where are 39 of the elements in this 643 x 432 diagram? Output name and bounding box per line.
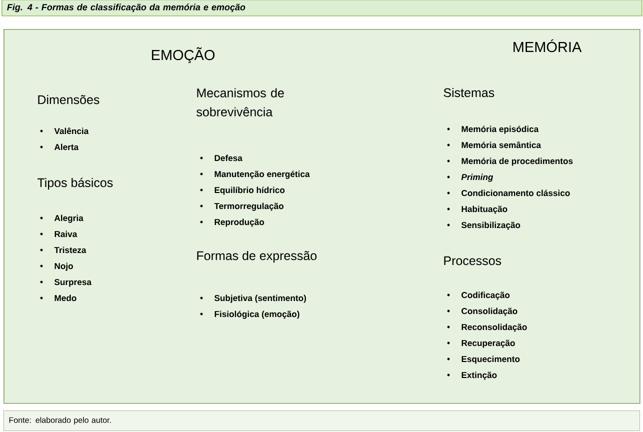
panel <box>4 29 640 404</box>
list-item: Extinção <box>447 372 497 380</box>
group-heading: Mecanismos de sobrevivência <box>196 88 284 116</box>
list-item: Memória semântica <box>447 142 542 148</box>
list-item: Termorregulação <box>200 202 284 211</box>
list-item: Habituação <box>447 206 508 214</box>
list-item: Manutenção energética <box>200 170 310 179</box>
list-item: Alerta <box>40 144 79 150</box>
figure-title: Fig. 4 - Formas de classificação da memória e emoção <box>2 0 642 16</box>
list-item: Recuperação <box>447 340 515 348</box>
list-item: Sensibilização <box>447 222 520 230</box>
list-item: Alegria <box>40 214 84 223</box>
list-item: Condicionamento clássico <box>447 190 570 196</box>
list-item: Codificação <box>447 292 510 300</box>
list-item: Esquecimento <box>447 356 520 364</box>
section-heading: EMOÇÃO <box>152 47 215 64</box>
list-item: Memória episódica <box>447 126 539 134</box>
list-item: Tristeza <box>40 246 86 254</box>
list-item: Defesa <box>200 154 242 162</box>
group-heading: Formas de expressão <box>197 250 317 263</box>
list-item: Consolidação <box>447 308 518 316</box>
list-item: Subjetiva (sentimento) <box>200 294 306 303</box>
list-item: Equilíbrio hídrico <box>200 186 285 195</box>
section-heading: MEMÓRIA <box>514 39 582 52</box>
group-heading: Tipos básicos <box>37 178 113 190</box>
list-item: Surpresa <box>40 279 92 287</box>
group-heading: Dimensões <box>38 94 100 104</box>
list-item: Fisiológica (emoção) <box>200 310 300 319</box>
caption-box: Fonte: elaborado pelo autor. <box>4 410 640 431</box>
list-item: Medo <box>40 294 76 302</box>
list-item: Nojo <box>40 262 73 271</box>
list-item: Priming <box>447 174 494 182</box>
list-item: Raiva <box>40 230 78 238</box>
list-item: Reprodução <box>200 218 264 227</box>
list-item: Memória de procedimentos <box>447 158 573 166</box>
group-heading: Processos <box>444 256 502 266</box>
list-item: Valência <box>40 128 89 134</box>
list-item: Reconsolidação <box>447 324 527 332</box>
group-heading: Sistemas <box>444 88 494 98</box>
